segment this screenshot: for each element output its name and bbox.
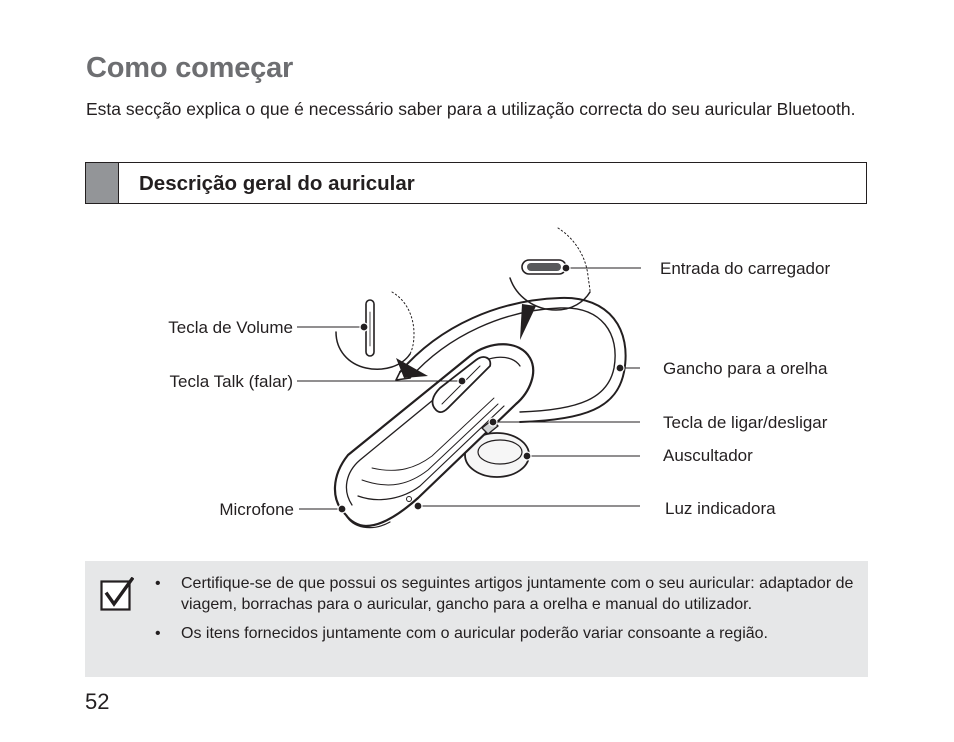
section-heading: Descrição geral do auricular (139, 172, 415, 195)
list-item: • Certifique-se de que possui os seguint… (155, 573, 860, 615)
label-talk-key: Tecla Talk (falar) (169, 372, 293, 391)
dot-microphone (337, 504, 347, 514)
label-power-key: Tecla de ligar/desligar (663, 413, 828, 432)
bullet-icon: • (155, 575, 161, 592)
page-title: Como começar (86, 52, 294, 84)
label-charger-port: Entrada do carregador (660, 259, 831, 278)
note-text: Certifique-se de que possui os seguintes… (181, 575, 854, 613)
note-text: Os itens fornecidos juntamente com o aur… (181, 625, 768, 642)
note-list: • Certifique-se de que possui os seguint… (155, 573, 860, 652)
dot-indicator (413, 501, 423, 511)
dot-speaker (522, 451, 532, 461)
label-speaker: Auscultador (663, 446, 753, 465)
page-number: 52 (85, 689, 110, 714)
label-indicator-light: Luz indicadora (665, 499, 776, 518)
dot-charger (561, 263, 571, 273)
dot-ear-hook (615, 363, 625, 373)
bullet-icon: • (155, 625, 161, 642)
dot-volume (359, 322, 369, 332)
dot-power (488, 417, 498, 427)
ear-hook (399, 296, 627, 423)
label-ear-hook: Gancho para a orelha (663, 359, 828, 378)
note-box: • Certifique-se de que possui os seguint… (85, 561, 868, 677)
label-microphone: Microfone (219, 500, 294, 519)
headset-illustration (297, 227, 641, 529)
section-marker (86, 163, 119, 203)
label-volume-key: Tecla de Volume (168, 318, 293, 337)
intro-paragraph: Esta secção explica o que é necessário s… (86, 99, 856, 119)
list-item: • Os itens fornecidos juntamente com o a… (155, 623, 860, 644)
checkmark-icon (100, 577, 134, 611)
dot-talk (457, 376, 467, 386)
volume-pointer-arrow (396, 358, 428, 378)
charger-zoom-bubble (509, 277, 591, 311)
charger-pointer-arrow (520, 304, 536, 340)
headset-body (333, 343, 535, 528)
section-header: Descrição geral do auricular (85, 162, 867, 204)
